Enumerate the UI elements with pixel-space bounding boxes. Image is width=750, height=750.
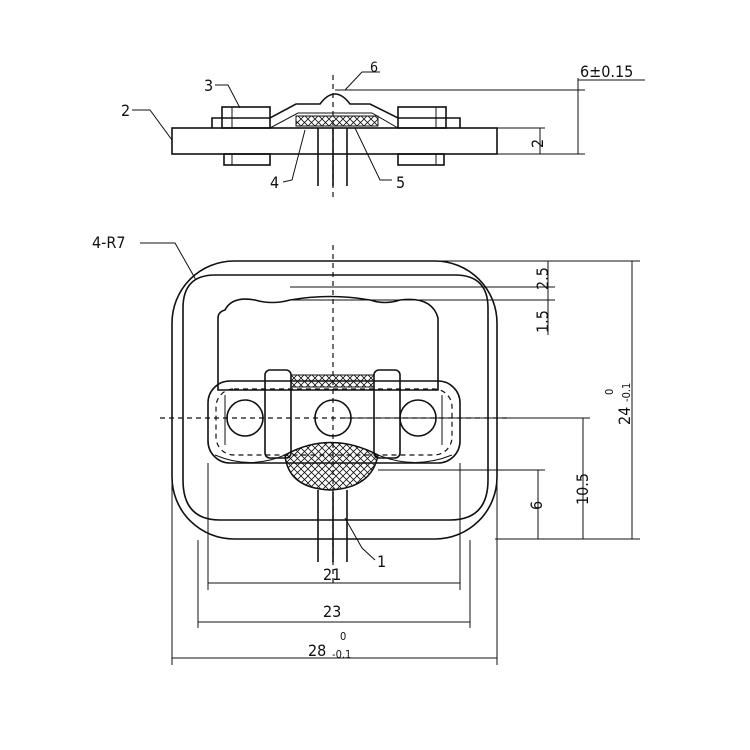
sensing-grid [295, 115, 379, 127]
callout-4-R7: 4-R7 [92, 233, 126, 252]
dim-24-tol-upper: 0 [603, 389, 616, 395]
dim-23: 23 [323, 602, 341, 621]
dim-6-pm-0.15: 6±0.15 [580, 62, 633, 81]
side-view-callouts: 3 2 6 4 5 [121, 60, 405, 192]
callout-4: 4 [270, 173, 279, 192]
top-view [160, 245, 510, 585]
dim-21: 21 [323, 565, 341, 584]
top-view-dimensions: 2.5 1.5 24 0 -0.1 10.5 6 21 23 28 0 -0.1 [171, 260, 640, 665]
right-boss-bottom [397, 153, 445, 166]
right-clamp [373, 369, 401, 459]
base-plate [171, 127, 498, 155]
dim-6: 6 [527, 501, 546, 510]
inner-ring [182, 274, 489, 521]
side-view [171, 75, 498, 200]
dim-24: 24 [615, 407, 634, 425]
dim-2.5: 2.5 [533, 267, 552, 290]
left-clamp [264, 369, 292, 459]
top-view-callouts: 4-R7 1 [92, 233, 386, 571]
side-view-dimensions: 6±0.15 2 [335, 62, 645, 155]
raised-element [211, 93, 461, 128]
dim-2-plate: 2 [528, 139, 547, 148]
mounting-bar-inner [215, 388, 453, 456]
left-boss-bottom [223, 153, 271, 166]
sensing-tab [284, 441, 379, 491]
callout-6: 6 [370, 60, 378, 76]
callout-3: 3 [204, 76, 213, 95]
dim-28-tol-lower: -0.1 [332, 648, 351, 661]
dim-10.5: 10.5 [573, 473, 592, 505]
callout-5: 5 [396, 173, 405, 192]
dim-24-tol-lower: -0.1 [620, 383, 633, 402]
callout-2: 2 [121, 101, 130, 120]
callout-1: 1 [377, 552, 386, 571]
dim-28-tol-upper: 0 [340, 630, 346, 643]
dim-1.5: 1.5 [533, 310, 552, 333]
dim-28: 28 [308, 641, 326, 660]
